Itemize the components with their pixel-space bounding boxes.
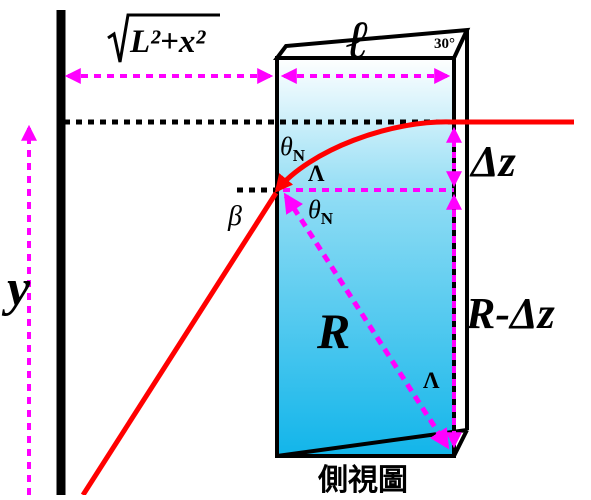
delta-z-label: Δz bbox=[469, 137, 516, 186]
theta-lower-label: θN bbox=[308, 195, 334, 228]
ray-curve bbox=[274, 119, 453, 193]
radius-arrow bbox=[283, 192, 450, 450]
theta-upper-label: θN bbox=[280, 132, 306, 165]
sqrt-symbol bbox=[107, 13, 220, 63]
beta-label: β bbox=[227, 201, 242, 232]
angle-label: 30° bbox=[434, 36, 455, 52]
side-view-caption: 側視圖 bbox=[317, 463, 408, 495]
ray-incoming bbox=[80, 191, 279, 497]
distance-label: L²+x² bbox=[129, 24, 206, 60]
length-label: ℓ bbox=[346, 10, 369, 70]
r-minus-delta-z-label: R-Δz bbox=[465, 289, 555, 338]
lambda-lower-label: Λ bbox=[423, 368, 440, 393]
radius-label: R bbox=[316, 303, 350, 359]
water-region bbox=[277, 58, 454, 456]
lambda-upper-label: Λ bbox=[308, 161, 325, 186]
y-label: y bbox=[1, 260, 31, 317]
